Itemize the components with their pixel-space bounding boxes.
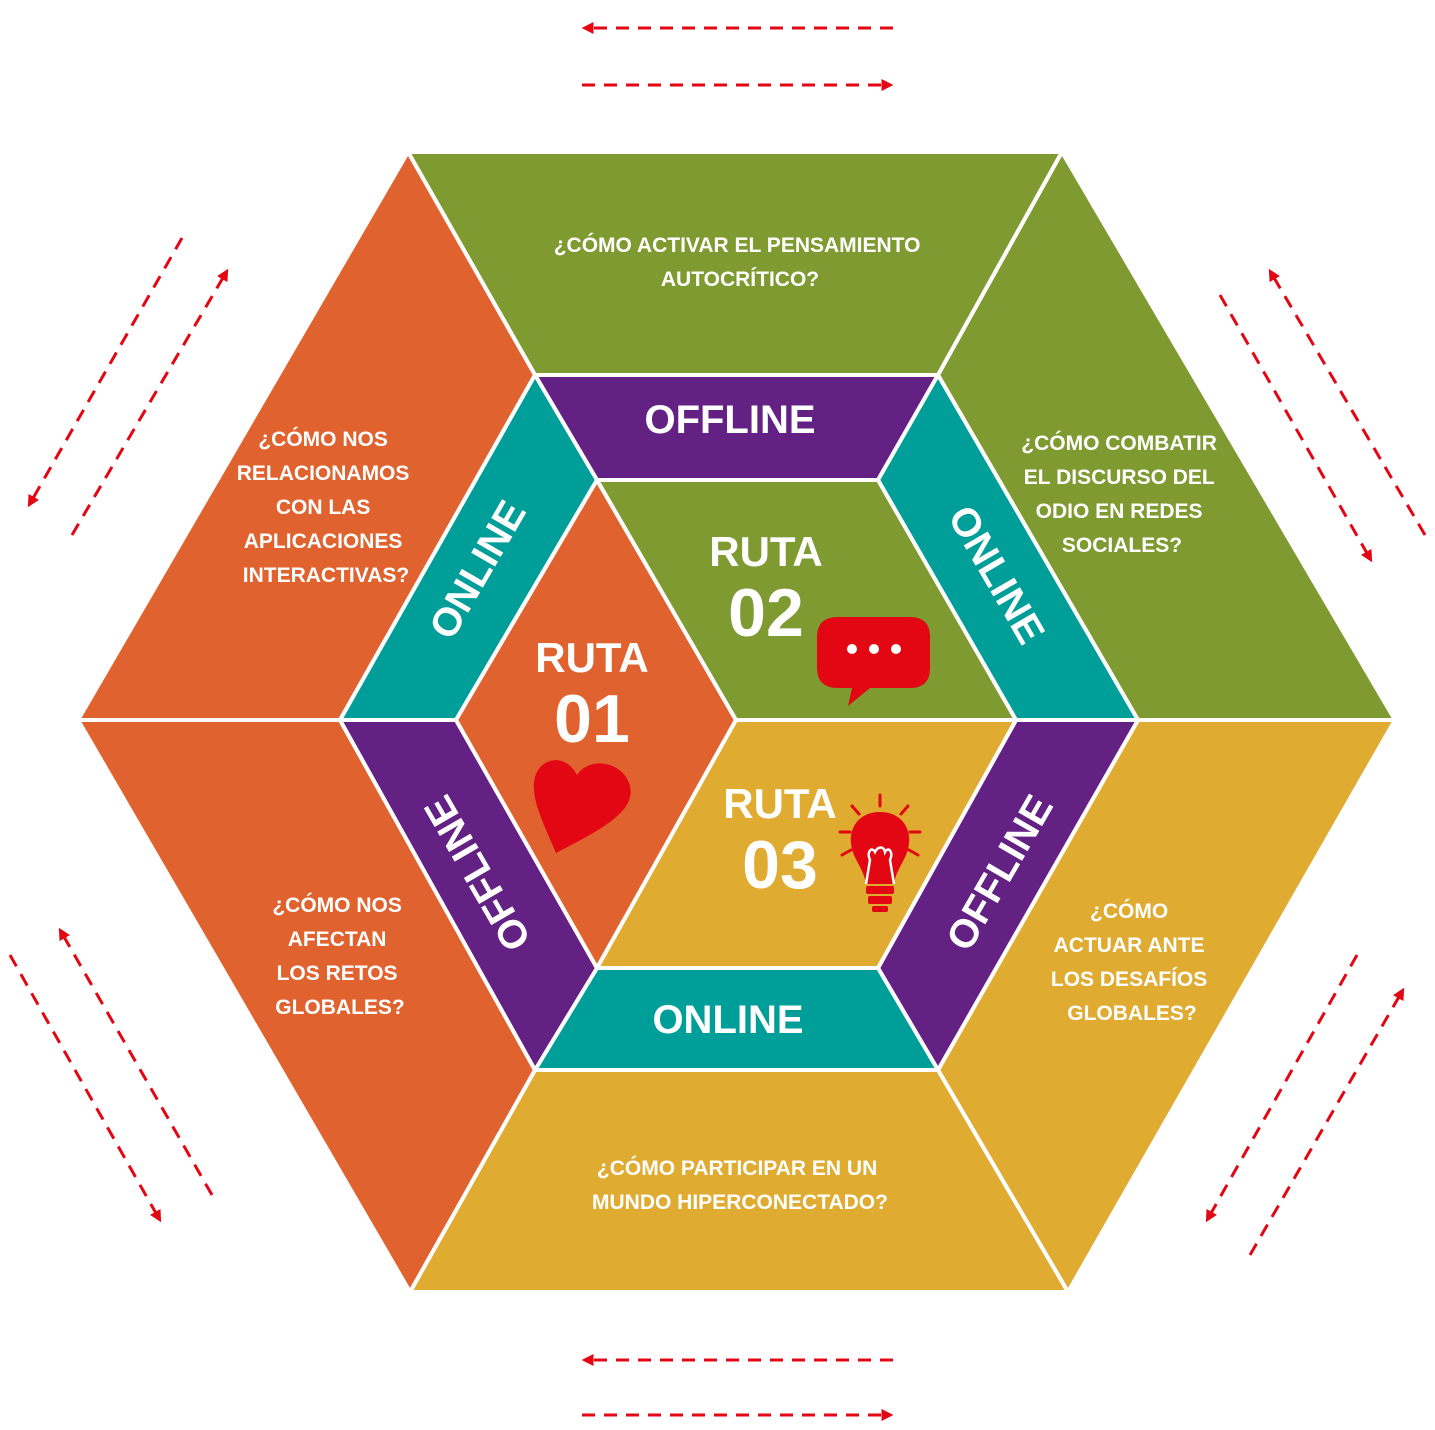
arrow-lower-left-down — [8, 954, 162, 1223]
arrow-lower-left-up — [58, 927, 214, 1196]
route-03-area[interactable] — [595, 718, 1018, 970]
question-lower-right: ¿CÓMO ACTUAR ANTE LOS DESAFÍOS GLOBALES? — [1051, 899, 1213, 1025]
route-03-number: 03 — [742, 827, 818, 903]
lightbulb-icon — [838, 793, 922, 912]
question-upper-left: ¿CÓMO NOS RELACIONAMOS CON LAS APLICACIO… — [237, 427, 416, 587]
route-01-number: 01 — [554, 681, 630, 757]
arrow-lower-right-up — [1248, 987, 1405, 1256]
question-bottom: ¿CÓMO PARTICIPAR EN UN MUNDO HIPERCONECT… — [592, 1156, 888, 1214]
heart-icon — [533, 760, 631, 853]
route-02-number: 02 — [728, 575, 804, 651]
band-label-bottom: ONLINE — [652, 998, 803, 1042]
route-03-word: RUTA — [723, 780, 837, 827]
arrow-upper-left-up — [70, 268, 229, 536]
question-lower-left: ¿CÓMO NOS AFECTAN LOS RETOS GLOBALES? — [272, 893, 407, 1019]
route-01-word: RUTA — [535, 634, 649, 681]
arrow-upper-left-down — [27, 237, 184, 508]
question-top: ¿CÓMO ACTIVAR EL PENSAMIENTO AUTOCRÍTICO… — [554, 233, 927, 291]
arrow-upper-right-down — [1218, 294, 1373, 563]
route-02-word: RUTA — [709, 528, 823, 575]
arrow-upper-right-up — [1268, 268, 1427, 536]
band-label-top: OFFLINE — [644, 398, 815, 442]
speech-bubble-icon — [817, 617, 930, 706]
question-upper-right: ¿CÓMO COMBATIR EL DISCURSO DEL ODIO EN R… — [1021, 431, 1222, 557]
arrow-lower-right-down — [1205, 954, 1359, 1223]
